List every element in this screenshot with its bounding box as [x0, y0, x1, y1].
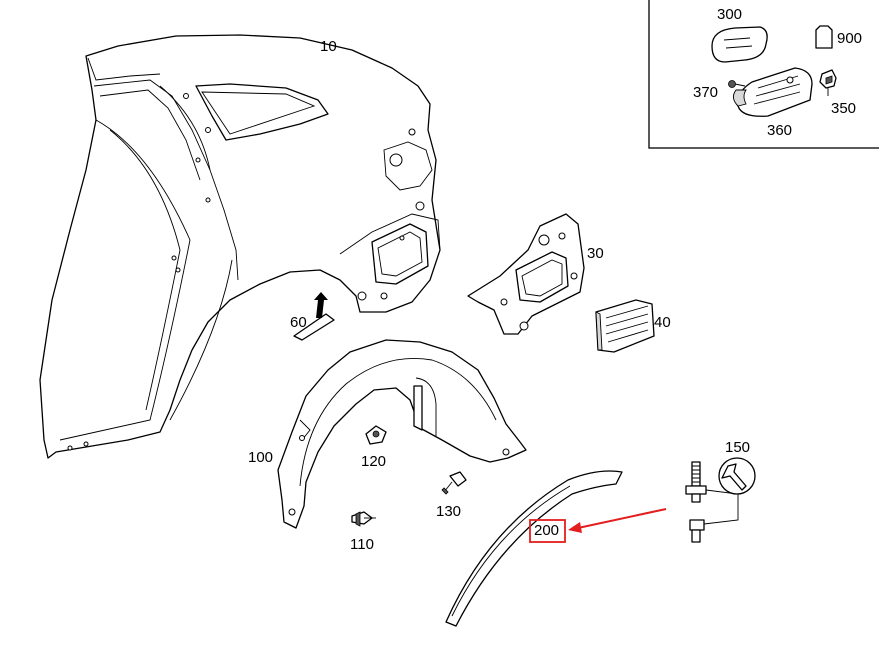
part-label-40: 40 — [654, 314, 671, 331]
wrench-icon — [718, 457, 756, 495]
part-label-100: 100 — [248, 449, 273, 466]
part-label-370: 370 — [693, 84, 718, 101]
screw-370 — [728, 80, 746, 88]
actuator-350 — [819, 69, 837, 96]
fuel-door-inset: 300 900 370 350 360 — [648, 0, 879, 149]
bracket-60 — [293, 292, 335, 341]
fuel-flap-cover-detail — [723, 37, 753, 49]
part-label-110: 110 — [350, 536, 374, 553]
part-label-350: 350 — [831, 100, 856, 117]
rivet-130 — [441, 471, 467, 495]
inset-frame — [648, 0, 879, 149]
wheel-arch-trim-200 — [445, 470, 623, 627]
direction-arrow — [314, 292, 328, 318]
part-label-900: 900 — [837, 30, 862, 47]
filler-bracket-30 — [467, 213, 585, 335]
rear-side-panel-10 — [39, 34, 441, 459]
clip-110 — [351, 511, 376, 527]
label-sticker-900 — [815, 25, 833, 49]
highlight-box — [529, 519, 566, 543]
part-label-120: 120 — [361, 453, 386, 470]
fuel-filler-housing-360 — [733, 67, 813, 117]
part-label-200: 200 — [534, 522, 559, 539]
fuel-flap-cover-300 — [711, 26, 768, 63]
part-label-360: 360 — [767, 122, 792, 139]
part-label-10: 10 — [320, 38, 337, 55]
highlight-arrow — [568, 508, 667, 533]
part-label-130: 130 — [436, 503, 461, 520]
part-label-300: 300 — [717, 6, 742, 23]
clip-120 — [365, 425, 387, 445]
part-label-150: 150 — [725, 439, 750, 456]
bolt-150 — [685, 461, 739, 543]
part-label-30: 30 — [587, 245, 604, 262]
vent-grille-40 — [595, 299, 655, 353]
wheel-arch-liner-100 — [277, 339, 527, 529]
part-label-60: 60 — [290, 314, 307, 331]
